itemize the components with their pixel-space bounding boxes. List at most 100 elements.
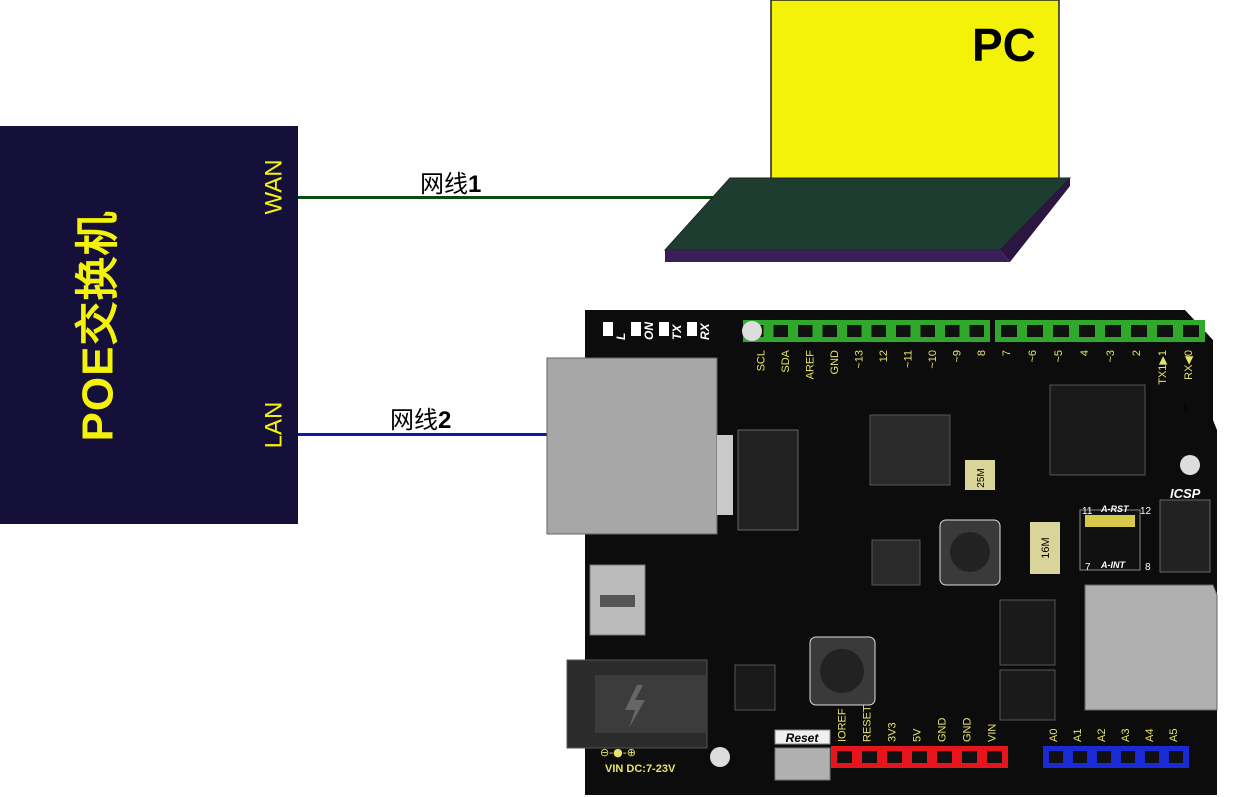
- pin-label: ~5: [1053, 350, 1065, 363]
- pin-label: AREF: [804, 350, 816, 380]
- pin-label: 3V3: [887, 722, 899, 742]
- top-left-header-pin-hole: [871, 325, 886, 337]
- pin-label: A3: [1120, 729, 1132, 742]
- magnetics-chip: [737, 429, 799, 531]
- poe-switch-box: [0, 126, 298, 524]
- pin-label: A2: [1096, 729, 1108, 742]
- poe-switch-title-wrap: POE交换机: [38, 186, 148, 466]
- top-right-header-pin-hole: [1027, 325, 1043, 337]
- lan-port-label: LAN: [260, 401, 288, 449]
- cable-1-line: [298, 196, 748, 199]
- wan-port-label: WAN: [260, 159, 288, 215]
- pin-label: A5: [1168, 729, 1180, 742]
- cable-2-line: [298, 433, 548, 436]
- analog-header-pin-hole: [1097, 751, 1111, 763]
- crystal-16m: [1030, 522, 1060, 574]
- pc-laptop: [663, 0, 1072, 262]
- pin-label: 7: [1001, 350, 1013, 356]
- pin-label: ~9: [951, 350, 963, 363]
- header-top-right: [995, 320, 1205, 342]
- led-label: L: [614, 333, 628, 340]
- icsp-header: [1159, 499, 1211, 573]
- analog-header-pin-hole: [1121, 751, 1135, 763]
- pin-label: TX1▶1: [1157, 350, 1169, 385]
- lightning-icon: [625, 685, 645, 728]
- pin-label: GND: [937, 718, 949, 743]
- analog-header-pin-hole: [1073, 751, 1087, 763]
- pin-label: 8: [976, 350, 988, 356]
- reset-label-box: [774, 729, 831, 745]
- crystal-16m-label: 16M: [1040, 537, 1052, 558]
- pin-label: A0: [1048, 729, 1060, 742]
- rj45-tab: [717, 435, 733, 515]
- top-left-header-pin-hole: [798, 325, 813, 337]
- pin-label: VIN: [987, 724, 999, 742]
- top-right-header-strip: [995, 320, 1205, 342]
- top-left-header-pin-hole: [896, 325, 911, 337]
- jumper-12-label: 12: [1140, 506, 1152, 517]
- inductor-2-core: [820, 649, 864, 693]
- cable-1-label: 网线1: [420, 171, 482, 198]
- header-top-left: [743, 320, 990, 342]
- power-header-pin-hole: [962, 751, 977, 763]
- analog-header-pin-hole: [1049, 751, 1063, 763]
- pc-base-edge: [665, 250, 1010, 262]
- pin-label: ~3: [1105, 350, 1117, 363]
- jumper-aint-label: A-INT: [1100, 560, 1126, 570]
- top-right-header-pin-hole: [1105, 325, 1121, 337]
- jumper-arst-label: A-RST: [1100, 504, 1130, 514]
- power-header-pin-hole: [837, 751, 852, 763]
- pc-screen: [770, 0, 1060, 182]
- dc-jack-body: [595, 675, 707, 733]
- status-led: [687, 322, 697, 336]
- vin-label: VIN DC:7-23V: [605, 763, 676, 775]
- pin-label: RESET: [862, 705, 874, 742]
- top-left-header-pin-hole: [969, 325, 984, 337]
- reset-button[interactable]: [774, 747, 831, 781]
- pin-label: 12: [878, 350, 890, 362]
- pin-label: GND: [829, 350, 841, 375]
- status-led: [631, 322, 641, 336]
- top-left-header-pin-hole: [822, 325, 837, 337]
- power-header-pin-hole: [987, 751, 1002, 763]
- pin-label: RX◀0: [1183, 350, 1195, 380]
- pin-label: 4: [1079, 350, 1091, 356]
- sd-card-slot: [1084, 584, 1218, 711]
- jumper-cap: [1085, 515, 1135, 527]
- polarity-icon: ⊖-●-⊕: [600, 746, 636, 759]
- top-right-header-pin-hole: [1131, 325, 1147, 337]
- top-right-header-pin-hole: [1001, 325, 1017, 337]
- top-right-header-pin-hole: [1183, 325, 1199, 337]
- pin-label: 2: [1131, 350, 1143, 356]
- micro-usb-slot: [600, 595, 635, 607]
- pin-label: SCL: [755, 350, 767, 371]
- regulator-chip-1: [999, 599, 1056, 666]
- pc-base-side: [1000, 178, 1070, 262]
- led-label: RX: [698, 322, 712, 340]
- pc-keyboard: [663, 177, 1072, 251]
- small-chip: [734, 664, 776, 711]
- pin-label: A1: [1072, 729, 1084, 742]
- header-bottom-analog: [1043, 746, 1189, 768]
- regulator-chip-2: [999, 669, 1056, 721]
- w5500-chip: [869, 414, 951, 486]
- pin-label: GND: [962, 718, 974, 743]
- pin-label: ~13: [853, 350, 865, 369]
- power-header-pin-hole: [937, 751, 952, 763]
- poe-switch-title: POE交换机: [73, 210, 123, 442]
- top-left-header-pin-hole: [773, 325, 788, 337]
- pin-label: ~6: [1027, 350, 1039, 363]
- top-right-header-pin-hole: [1079, 325, 1095, 337]
- top-right-pin-labels: 7 ~6 ~5 4 ~3 2 TX1▶1 RX◀0: [1001, 350, 1195, 385]
- crystal-25m-label: 25M: [976, 468, 987, 487]
- led-label: TX: [670, 324, 684, 340]
- top-left-header-pin-hole: [920, 325, 935, 337]
- power-header-pin-hole: [912, 751, 927, 763]
- power-header-pin-hole: [862, 751, 877, 763]
- jumper-11-label: 11: [1082, 506, 1093, 517]
- analog-header-pin-hole: [1145, 751, 1159, 763]
